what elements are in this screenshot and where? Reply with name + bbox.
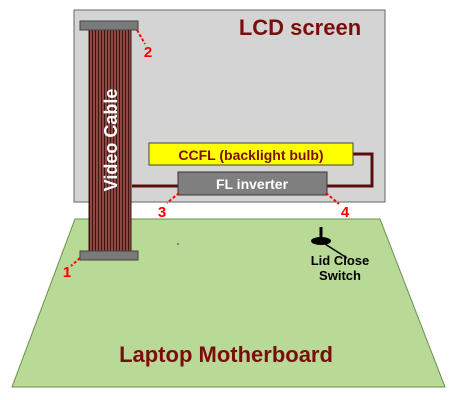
- video-cable-label: Video Cable: [101, 89, 121, 192]
- video-cable: [88, 28, 132, 254]
- video-cable-bottom-connector: [79, 250, 139, 261]
- fl-inverter-label: FL inverter: [216, 176, 289, 192]
- marker-2-leader: [136, 29, 146, 45]
- video-cable-top-connector: [79, 20, 139, 31]
- lid-switch-label-line1: Lid Close: [311, 253, 370, 268]
- board-dot: [177, 243, 179, 245]
- marker-4-leader: [325, 192, 340, 205]
- motherboard-board: [11, 218, 446, 388]
- lid-switch-label-line2: Switch: [319, 268, 361, 283]
- lid-switch-icon: [311, 237, 331, 245]
- lcd-screen-label: LCD screen: [239, 15, 361, 40]
- marker-1: 1: [63, 264, 71, 281]
- motherboard-label: Laptop Motherboard: [119, 342, 333, 367]
- ccfl-wire-right: [326, 152, 374, 188]
- marker-3-leader: [166, 192, 180, 204]
- ccfl-backlight-box: [148, 142, 354, 166]
- marker-1-leader: [70, 257, 81, 267]
- marker-2: 2: [144, 44, 152, 61]
- marker-4: 4: [341, 204, 350, 221]
- fl-inverter-box: [177, 171, 328, 196]
- ccfl-label: CCFL (backlight bulb): [178, 147, 323, 163]
- marker-3: 3: [158, 204, 166, 221]
- lid-switch-pointer: [324, 243, 348, 259]
